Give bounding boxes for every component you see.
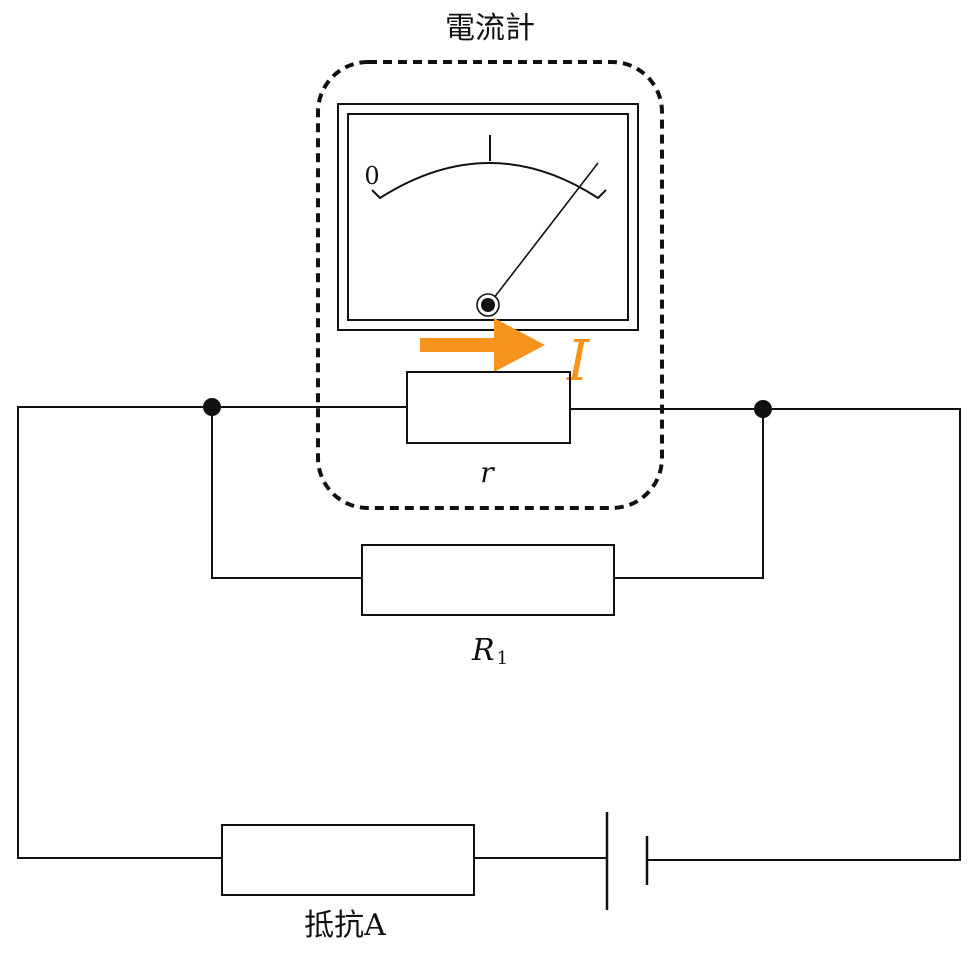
meter-zero-label: 0 [364, 162, 379, 190]
meter-face: 0 [337, 103, 639, 331]
meter-scale-arc [371, 162, 607, 200]
junction-left [203, 398, 221, 416]
ammeter-boundary [316, 60, 664, 510]
series-resistor-a [221, 824, 475, 896]
junction-right [754, 400, 772, 418]
resistor-a-label: 抵抗A [304, 908, 386, 943]
internal-resistor [406, 371, 571, 444]
meter-title: 電流計 [445, 11, 535, 46]
current-arrow-icon [420, 318, 545, 372]
meter-needle [489, 162, 599, 304]
parallel-resistor-r1 [361, 544, 615, 616]
internal-resistor-label: r [480, 456, 495, 489]
battery-icon [605, 812, 649, 910]
